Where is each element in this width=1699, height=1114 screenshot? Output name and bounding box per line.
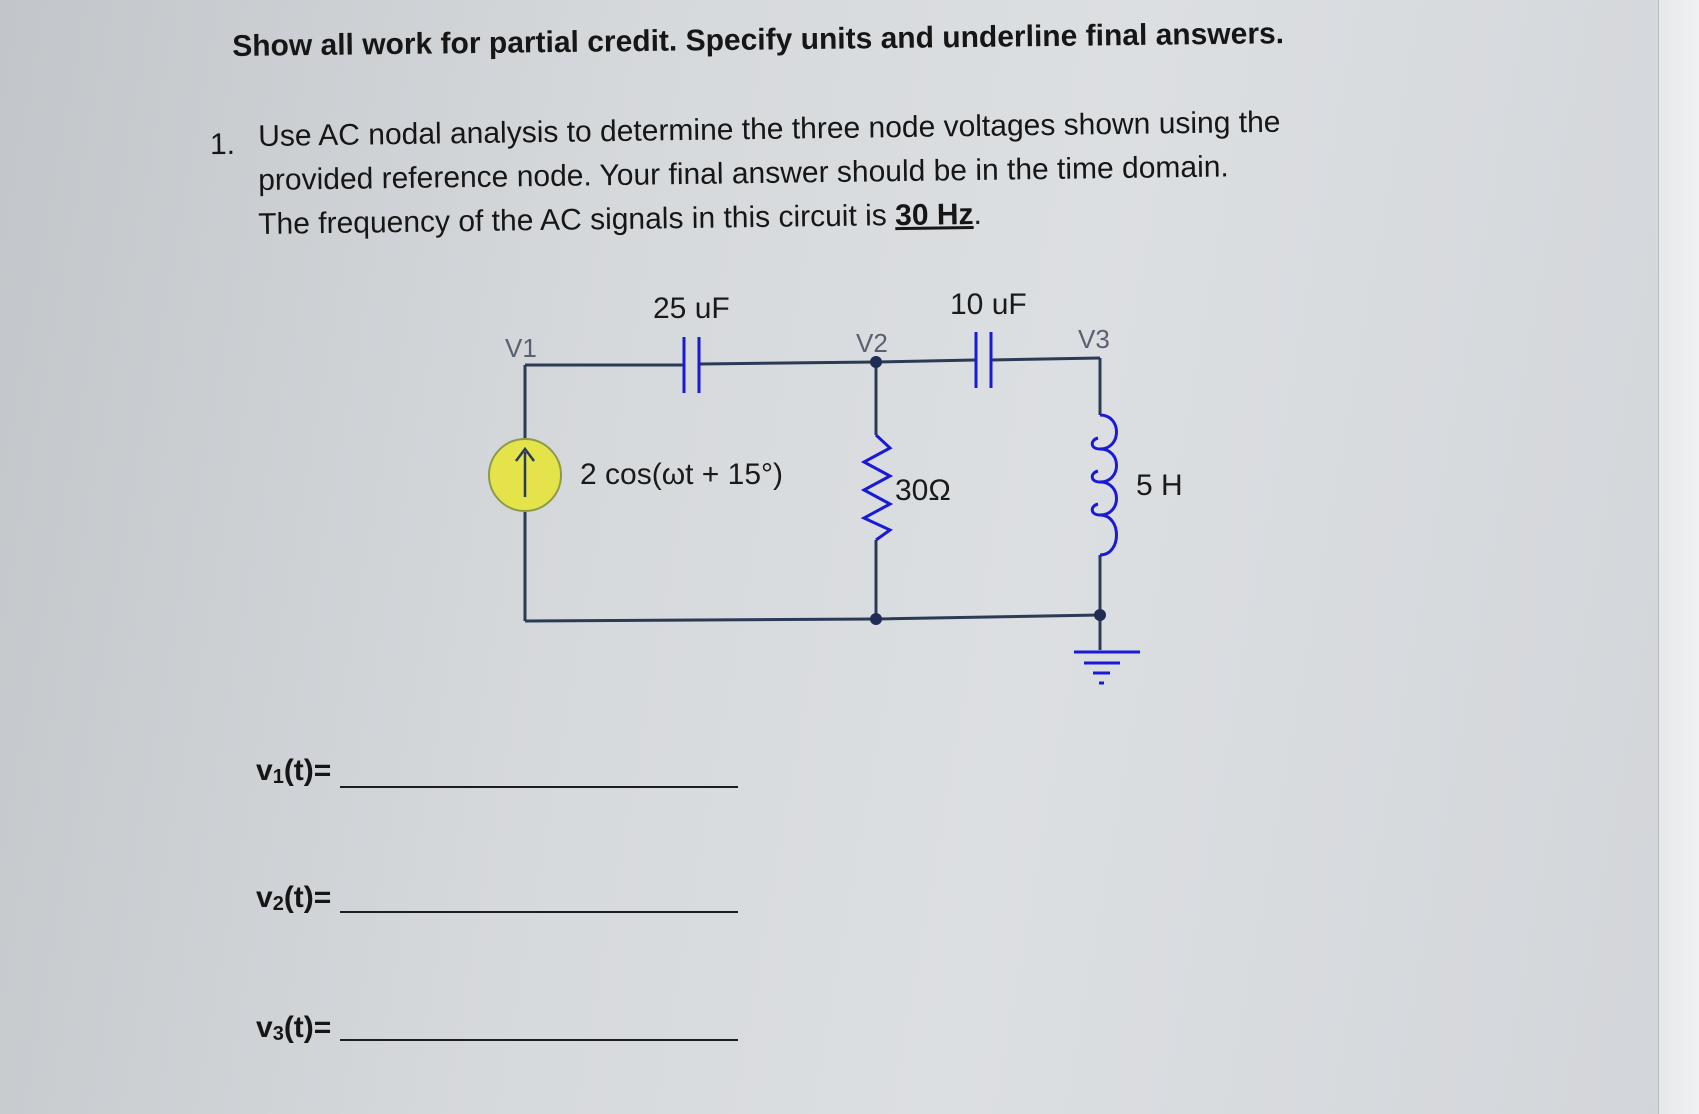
- answer-v3-suffix: (t)=: [283, 1011, 332, 1044]
- node-dot-v2: [870, 356, 882, 368]
- answer-v3-subscript: 3: [272, 1023, 284, 1045]
- node-dot-bottom-mid: [870, 613, 882, 625]
- answer-v2-subscript: 2: [272, 893, 284, 915]
- wire-top-right: [989, 356, 1101, 362]
- circuit-wires: [523, 356, 1102, 650]
- source-label: 2 cos(ωt + 15°): [580, 458, 783, 491]
- answer-v1-subscript: 1: [272, 766, 284, 788]
- answer-v3-prefix: v: [256, 1011, 273, 1044]
- resistor-label: 30Ω: [895, 474, 951, 507]
- answer-v2-prefix: v: [256, 881, 273, 914]
- page-edge: [1658, 0, 1699, 1114]
- answer-v2-suffix: (t)=: [283, 881, 332, 914]
- capacitor-2: [974, 332, 993, 388]
- node-label-v3: V3: [1078, 324, 1110, 354]
- node-label-v2: V2: [856, 328, 888, 358]
- wire-top-mid2: [875, 358, 976, 364]
- answer-v2: v2(t)=: [256, 881, 738, 916]
- resistor-30ohm: [860, 433, 894, 542]
- inductor-5h: [1090, 413, 1118, 557]
- capacitor-2-label: 10 uF: [950, 288, 1027, 321]
- answer-v1-prefix: v: [256, 754, 273, 787]
- answer-v3-blank[interactable]: [340, 1039, 738, 1041]
- wire-bottom: [524, 613, 1101, 623]
- answer-v2-blank[interactable]: [340, 911, 738, 913]
- ground-icon: [1074, 650, 1140, 685]
- answer-v1: v1(t)=: [256, 754, 738, 789]
- capacitor-1-label: 25 uF: [653, 292, 730, 325]
- node-dot-bottom-right: [1094, 609, 1106, 621]
- current-source: [488, 438, 562, 512]
- answer-v1-suffix: (t)=: [283, 754, 332, 787]
- answer-v1-blank[interactable]: [340, 786, 738, 788]
- wire-top-mid: [699, 360, 877, 366]
- answer-v3: v3(t)=: [256, 1011, 738, 1046]
- capacitor-1: [682, 337, 701, 393]
- inductor-label: 5 H: [1136, 469, 1183, 502]
- node-label-v1: V1: [505, 333, 537, 363]
